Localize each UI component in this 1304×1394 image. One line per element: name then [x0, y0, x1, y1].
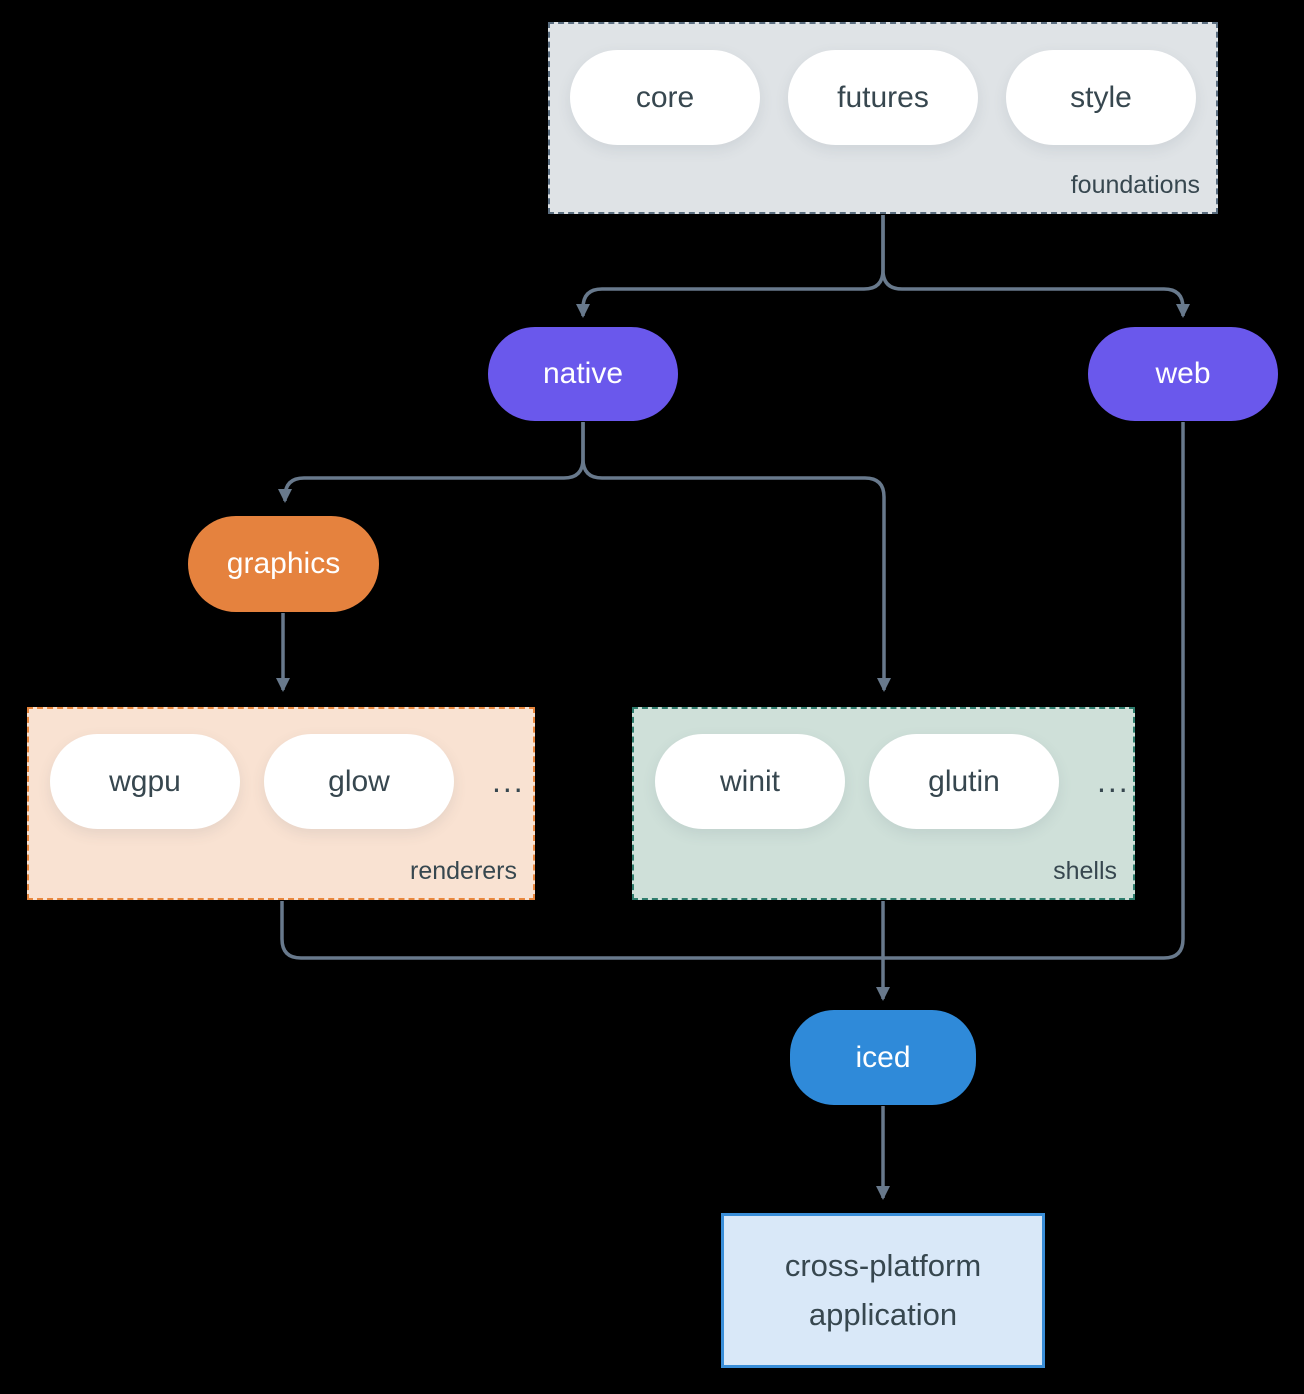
- node-glow: glow: [264, 734, 454, 829]
- node-graphics-label: graphics: [226, 547, 341, 580]
- node-winit-label: winit: [719, 764, 780, 798]
- node-glutin: glutin: [869, 734, 1059, 829]
- renderers-group-label: renderers: [410, 857, 517, 885]
- foundations-group: core futures style foundations: [548, 22, 1218, 214]
- node-style: style: [1006, 50, 1196, 145]
- node-cross-platform-application: cross-platform application: [721, 1213, 1045, 1368]
- shells-group-label: shells: [1053, 857, 1117, 885]
- node-native: native: [488, 327, 678, 421]
- edge-web-merge: [883, 422, 1185, 960]
- node-graphics: graphics: [188, 516, 379, 612]
- node-web-label: web: [1155, 357, 1211, 390]
- node-iced: iced: [790, 1010, 976, 1105]
- edge-native-shells: [581, 422, 891, 692]
- node-glutin-label: glutin: [928, 764, 1000, 798]
- node-style-label: style: [1070, 80, 1132, 114]
- node-cross-platform-application-label: cross-platform application: [784, 1248, 982, 1332]
- node-wgpu-label: wgpu: [109, 764, 181, 798]
- foundations-pill-row: core futures style: [550, 24, 1216, 145]
- node-glow-label: glow: [328, 764, 390, 798]
- node-core: core: [570, 50, 760, 145]
- edge-foundations-native: [576, 215, 885, 318]
- foundations-group-label: foundations: [1070, 171, 1200, 199]
- node-wgpu: wgpu: [50, 734, 240, 829]
- shells-pill-row: winit glutin ...: [634, 709, 1133, 829]
- edge-foundations-web: [881, 215, 1190, 318]
- node-winit: winit: [655, 734, 845, 829]
- node-core-label: core: [635, 80, 695, 114]
- edge-renderers-merge: [280, 901, 883, 960]
- node-futures-label: futures: [837, 80, 929, 114]
- shells-ellipsis: ...: [1097, 763, 1130, 799]
- node-native-label: native: [542, 357, 624, 390]
- renderers-ellipsis: ...: [492, 763, 525, 799]
- node-futures: futures: [788, 50, 978, 145]
- shells-group: winit glutin ... shells: [632, 707, 1135, 900]
- renderers-pill-row: wgpu glow ...: [29, 709, 533, 829]
- node-web: web: [1088, 327, 1278, 421]
- edge-native-graphics: [278, 422, 585, 503]
- renderers-group: wgpu glow ... renderers: [27, 707, 535, 900]
- node-iced-label: iced: [855, 1040, 911, 1074]
